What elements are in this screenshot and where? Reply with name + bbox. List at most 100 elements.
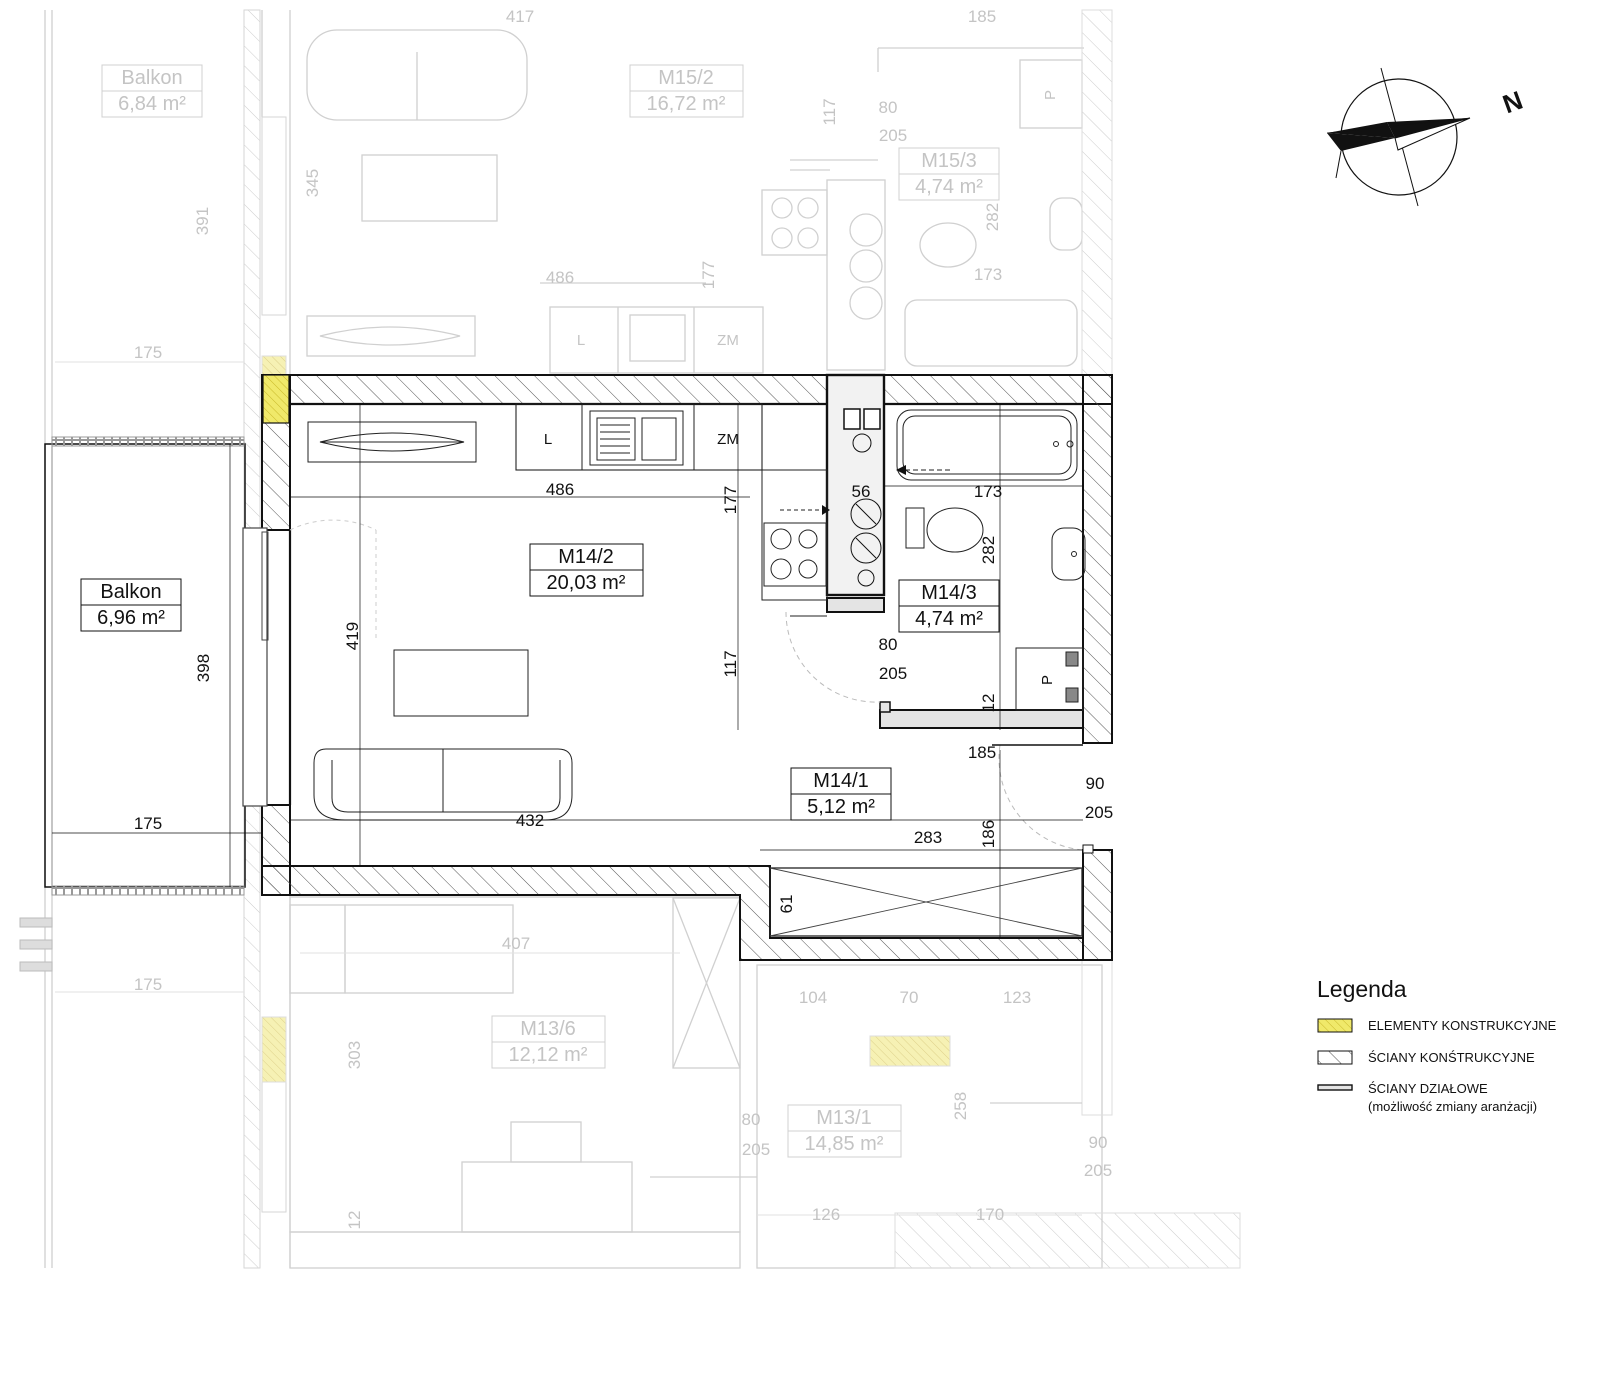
dimension-label: 80 [879,635,898,654]
dimension-label: 117 [820,98,839,125]
dimension-label: 417 [506,7,534,26]
partition-wall [879,701,891,713]
dimension-label: 12 [345,1211,364,1230]
legend: Legenda ELEMENTY KONSTRUKCYJNE ŚCIANY KO… [1317,976,1557,1114]
room-name: M14/2 [558,546,614,568]
legend-item-text: ŚCIANY DZIAŁOWE [1368,1081,1488,1096]
washbasin [1051,527,1086,581]
structural-wall-right [1082,374,1113,744]
neighbor-room-area: 16,72 m² [647,93,726,115]
dimension-label: 282 [979,536,998,564]
cabinet-label: P [1039,675,1056,685]
north-label: N [1499,85,1527,120]
room-area: 5,12 m² [807,796,875,818]
legend-swatch-structural-walls [1317,1050,1353,1065]
neighbor-room-area: 4,74 m² [915,176,983,198]
legend-item-label: ŚCIANY KONŚTRUKCYJNE [1368,1050,1535,1065]
dimension-label: 80 [742,1110,761,1129]
neighbor-room-name: M13/1 [816,1107,872,1129]
legend-item-label: ŚCIANY DZIAŁOWE [1368,1081,1488,1096]
neighbor-dimensions: 417 185 80 205 117 345 391 282 486 177 1… [134,7,1112,1229]
apartment-m14: L ZM P [44,373,1113,961]
dimension-label: 205 [742,1140,770,1159]
structural-column [262,374,290,424]
kitchen-label-l: L [544,431,552,448]
toilet [905,507,925,549]
balcony-door [242,527,268,807]
legend-title: Legenda [1317,976,1407,1002]
dimension-label: 486 [546,480,574,499]
dimension-label: 258 [951,1092,970,1120]
neighbor-kitchen-label: L [577,332,585,349]
neighbor-labels: Balkon 6,84 m² M15/2 16,72 m² M15/3 4,74… [101,64,1059,1158]
dimension-label: 170 [976,1205,1004,1224]
north-arrow-compass: N [1326,67,1527,207]
dimension-label: 56 [852,482,871,501]
dimension-label: 175 [134,975,162,994]
dimension-label: 185 [968,7,996,26]
dimensions: 486 177 56 173 282 419 398 117 80 205 12… [134,480,1113,913]
dimension-label: 419 [343,622,362,650]
dimension-label: 177 [721,486,740,514]
dimension-label: 175 [134,343,162,362]
dimension-label: 345 [303,169,322,197]
room-label-m14-2: M14/2 20,03 m² [529,543,644,597]
room-name: M14/1 [813,770,869,792]
kitchen-label-zm: ZM [717,431,739,448]
legend-item-label: ELEMENTY KONSTRUKCYJNE [1368,1018,1557,1033]
neighbor-room-name: Balkon [121,67,182,89]
neighbor-room-area: 12,12 m² [509,1044,588,1066]
room-area: 4,74 m² [915,608,983,630]
neighbor-background [19,9,1241,1269]
dimension-label: 70 [900,988,919,1007]
neighbor-cabinet-label: P [1042,90,1059,100]
dimension-label: 186 [979,820,998,848]
dimension-label: 175 [134,814,162,833]
dimension-label: 123 [1003,988,1031,1007]
dimension-label: 283 [914,828,942,847]
dimension-label: 205 [1085,803,1113,822]
dimension-label: 303 [345,1041,364,1069]
room-name: Balkon [100,581,161,603]
structural-wall-top [289,374,1113,405]
dimension-label: 173 [974,482,1002,501]
table [393,649,529,717]
neighbor-room-name: M15/2 [658,67,714,89]
dimension-label: 90 [1089,1133,1108,1152]
room-area: 6,96 m² [97,607,165,629]
dimension-label: 407 [502,934,530,953]
neighbor-room-name: M13/6 [520,1018,576,1040]
dimension-label: 104 [799,988,827,1007]
legend-swatch-structural-elements [1317,1018,1353,1033]
legend-item-note: (możliwość zmiany aranżacji) [1368,1099,1537,1114]
neighbor-room-area: 14,85 m² [805,1133,884,1155]
room-name: M14/3 [921,582,977,604]
dimension-label: 391 [193,207,212,235]
legend-swatch-partition-walls [1317,1084,1353,1091]
structural-wall-right-lower [1082,849,1113,961]
stove [761,469,828,601]
dimension-label: 126 [812,1205,840,1224]
neighbor-kitchen-label: ZM [717,332,739,349]
wardrobe [769,867,1083,937]
kitchen-counter [515,403,763,471]
dimension-label: 486 [546,268,574,287]
dimension-label: 205 [1084,1161,1112,1180]
cabinet-p [1015,647,1084,711]
room-label-balkon: Balkon 6,96 m² [80,578,182,632]
dimension-label: 173 [974,265,1002,284]
dimension-label: 205 [879,126,907,145]
dimension-label: 12 [979,694,998,713]
neighbor-room-name: M15/3 [921,150,977,172]
neighbor-room-area: 6,84 m² [118,93,186,115]
room-area: 20,03 m² [547,572,626,594]
vent-circles [850,433,882,587]
room-labels: M14/2 20,03 m² M14/1 5,12 m² M14/3 4,74 … [80,543,1000,821]
room-label-m14-1: M14/1 5,12 m² [790,767,892,821]
bathtub [896,409,1078,481]
dimension-label: 90 [1086,774,1105,793]
dimension-label: 117 [721,650,740,677]
dimension-label: 185 [968,743,996,762]
dimension-label: 282 [983,203,1002,231]
